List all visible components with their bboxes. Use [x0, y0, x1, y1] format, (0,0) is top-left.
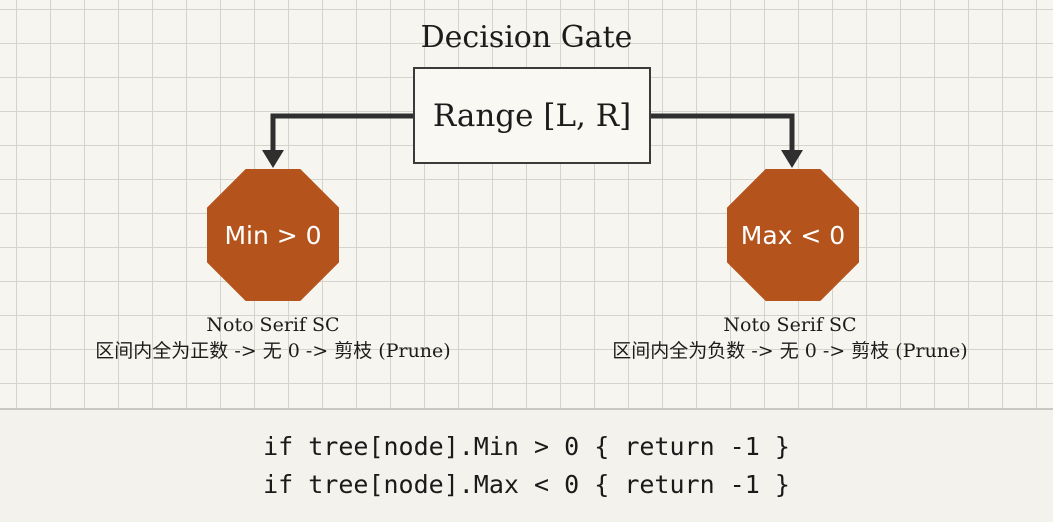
- code-snippet: if tree[node].Min > 0 { return -1 } if t…: [0, 428, 1053, 504]
- left-arrow-line: [270, 113, 413, 151]
- right-arrow-line: [651, 113, 795, 151]
- code-line-2: if tree[node].Max < 0 { return -1 }: [263, 470, 790, 499]
- right-caption: Noto Serif SC 区间内全为负数 -> 无 0 -> 剪枝 (Prun…: [570, 312, 1010, 364]
- diagram-title: Decision Gate: [420, 20, 633, 55]
- min-positive-node: Min > 0: [207, 169, 339, 301]
- left-caption-line1: Noto Serif SC: [206, 314, 340, 336]
- arrow-layer: [262, 113, 803, 168]
- left-caption-line2: 区间内全为正数 -> 无 0 -> 剪枝 (Prune): [95, 340, 451, 362]
- max-negative-node: Max < 0: [727, 169, 859, 301]
- right-caption-line2: 区间内全为负数 -> 无 0 -> 剪枝 (Prune): [612, 340, 968, 362]
- left-caption: Noto Serif SC 区间内全为正数 -> 无 0 -> 剪枝 (Prun…: [53, 312, 493, 364]
- max-negative-label: Max < 0: [740, 220, 846, 250]
- right-caption-line1: Noto Serif SC: [723, 314, 857, 336]
- right-arrow-head: [781, 150, 803, 168]
- left-arrow-head: [262, 150, 284, 168]
- range-node-label: Range [L, R]: [432, 97, 632, 134]
- range-node: Range [L, R]: [413, 67, 651, 164]
- diagram-canvas: Decision Gate Range [L, R] Min > 0 Max <…: [0, 0, 1053, 410]
- min-positive-label: Min > 0: [224, 220, 322, 250]
- code-line-1: if tree[node].Min > 0 { return -1 }: [263, 432, 790, 461]
